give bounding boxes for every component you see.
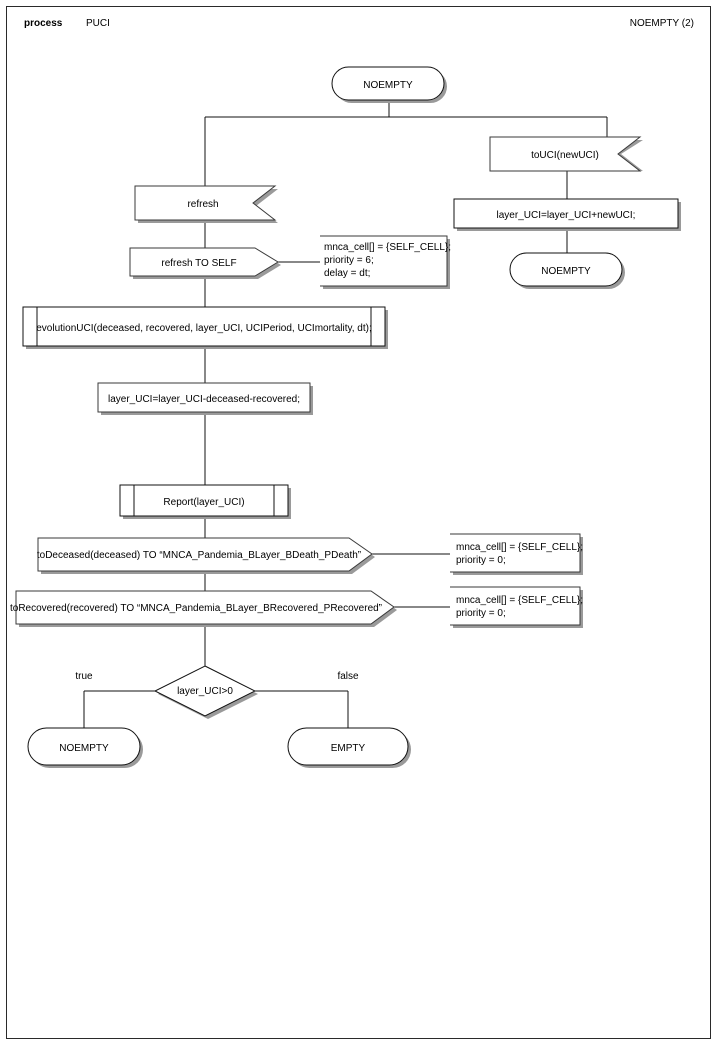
output-signal-todeceased-label: toDeceased(deceased) TO “MNCA_Pandemia_B… [37, 550, 361, 561]
comment-todeceased-line-1: mnca_cell[] = {SELF_CELL}; [456, 542, 583, 553]
branch-label-false: false [337, 671, 359, 682]
output-signal-todeceased[interactable]: toDeceased(deceased) TO “MNCA_Pandemia_B… [37, 537, 375, 574]
task-layer-uci-add[interactable]: layer_UCI=layer_UCI+newUCI; [453, 198, 681, 231]
procedure-call-evolutionuci-label: evolutionUCI(deceased, recovered, layer_… [36, 323, 372, 334]
output-signal-torecovered-label: toRecovered(recovered) TO “MNCA_Pandemia… [10, 603, 382, 614]
comment-todeceased-line-2: priority = 0; [456, 555, 506, 566]
decision-layer-uci-gt-zero[interactable]: layer_UCI>0 [153, 665, 258, 719]
connector-lines [83, 101, 608, 728]
state-noempty-start-label: NOEMPTY [363, 80, 413, 91]
input-signal-touci[interactable]: toUCI(newUCI) [489, 136, 643, 172]
page-border [6, 6, 711, 1039]
input-signal-refresh[interactable]: refresh [134, 185, 278, 223]
state-empty-false-branch[interactable]: EMPTY [287, 727, 411, 768]
comment-refresh-to-self-line-3: delay = dt; [324, 268, 370, 279]
task-layer-uci-subtract-label: layer_UCI=layer_UCI-deceased-recovered; [108, 394, 300, 405]
task-layer-uci-subtract[interactable]: layer_UCI=layer_UCI-deceased-recovered; [97, 382, 313, 415]
task-layer-uci-add-label: layer_UCI=layer_UCI+newUCI; [497, 210, 636, 221]
state-empty-false-branch-label: EMPTY [331, 743, 366, 754]
comment-torecovered: mnca_cell[] = {SELF_CELL}; priority = 0; [450, 586, 583, 628]
branch-label-true: true [75, 671, 93, 682]
state-noempty-right-branch[interactable]: NOEMPTY [509, 252, 625, 289]
state-noempty-right-branch-label: NOEMPTY [541, 266, 591, 277]
output-signal-refresh-to-self-label: refresh TO SELF [161, 258, 236, 269]
header-state-reference: NOEMPTY (2) [629, 18, 694, 29]
output-signal-refresh-to-self[interactable]: refresh TO SELF [129, 247, 281, 279]
input-signal-refresh-label: refresh [187, 199, 218, 210]
procedure-call-report-label: Report(layer_UCI) [163, 497, 244, 508]
header-keyword: process [24, 18, 63, 29]
comment-refresh-to-self-line-2: priority = 6; [324, 255, 374, 266]
procedure-call-evolutionuci[interactable]: evolutionUCI(deceased, recovered, layer_… [22, 306, 388, 349]
comment-torecovered-line-1: mnca_cell[] = {SELF_CELL}; [456, 595, 583, 606]
state-noempty-true-branch-label: NOEMPTY [59, 743, 109, 754]
header-process-name: PUCI [86, 18, 110, 29]
state-noempty-true-branch[interactable]: NOEMPTY [27, 727, 143, 768]
input-signal-touci-label: toUCI(newUCI) [531, 150, 599, 161]
output-signal-torecovered[interactable]: toRecovered(recovered) TO “MNCA_Pandemia… [10, 590, 397, 627]
decision-layer-uci-gt-zero-label: layer_UCI>0 [177, 686, 233, 697]
comment-todeceased: mnca_cell[] = {SELF_CELL}; priority = 0; [450, 533, 583, 575]
comment-refresh-to-self-line-1: mnca_cell[] = {SELF_CELL}; [324, 242, 451, 253]
procedure-call-report[interactable]: Report(layer_UCI) [119, 484, 291, 519]
comment-torecovered-line-2: priority = 0; [456, 608, 506, 619]
comment-refresh-to-self: mnca_cell[] = {SELF_CELL}; priority = 6;… [320, 235, 451, 289]
state-noempty-start[interactable]: NOEMPTY [331, 66, 447, 103]
